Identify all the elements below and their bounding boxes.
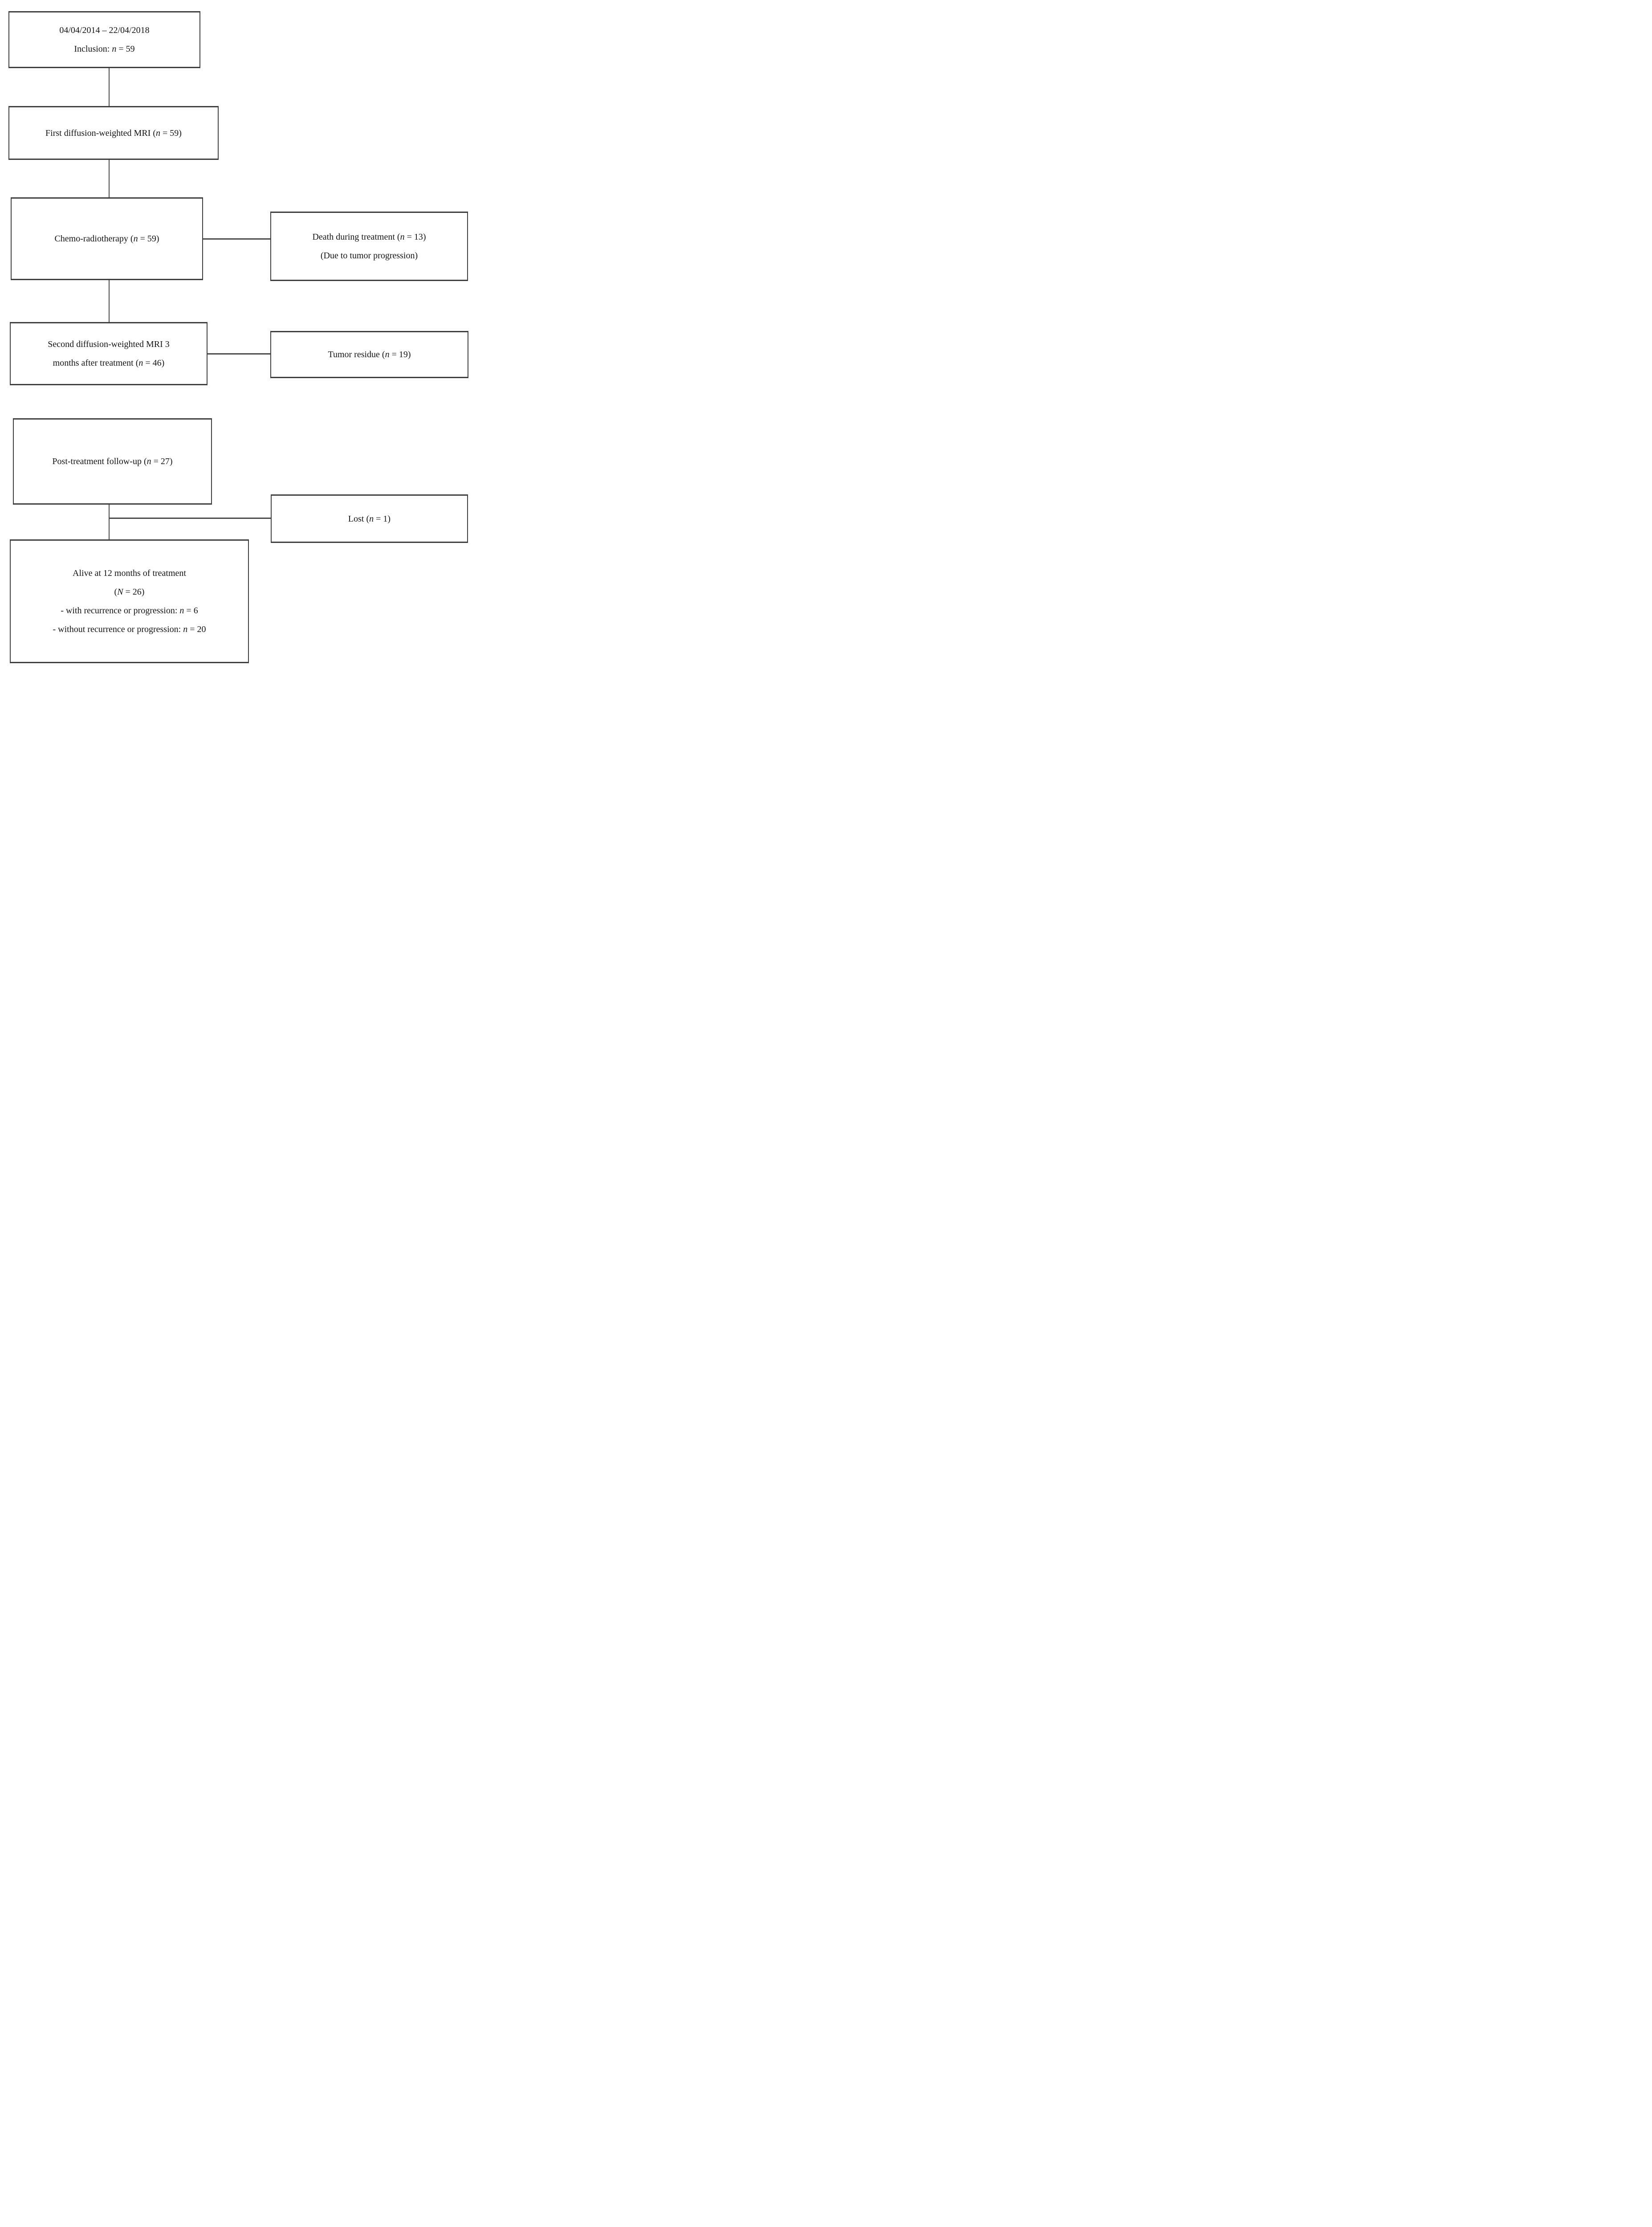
flow-diagram: 04/04/2014 – 22/04/2018 Inclusion: n = 5… — [0, 0, 472, 668]
death-pre: Death during treatment ( — [312, 232, 400, 242]
box-inclusion: 04/04/2014 – 22/04/2018 Inclusion: n = 5… — [8, 11, 200, 68]
box-chemo-radiotherapy: Chemo-radiotherapy (n = 59) — [11, 197, 203, 280]
box-second-mri: Second diffusion-weighted MRI 3 months a… — [10, 322, 208, 385]
italic-n: n — [183, 624, 188, 634]
second-mri-post: = 46) — [143, 358, 165, 368]
italic-n: n — [112, 44, 117, 54]
chemo-pre: Chemo-radiotherapy ( — [54, 234, 134, 244]
second-mri-line2: months after treatment (n = 46) — [53, 354, 165, 372]
death-reason-line: (Due to tumor progression) — [321, 246, 418, 265]
residue-post: = 19) — [389, 350, 411, 359]
connector-chemo-to-second-mri — [109, 280, 110, 322]
second-mri-pre: months after treatment ( — [53, 358, 139, 368]
italic-n: n — [400, 232, 405, 242]
death-post: = 13) — [404, 232, 426, 242]
first-mri-post: = 59) — [160, 128, 182, 138]
followup-line: Post-treatment follow-up (n = 27) — [52, 452, 172, 471]
italic-n: n — [138, 358, 143, 368]
death-count-line: Death during treatment (n = 13) — [312, 228, 426, 246]
alive-count-pre: ( — [114, 587, 118, 597]
italic-n: n — [156, 128, 160, 138]
alive-without-recurrence-line: - without recurrence or progression: n =… — [53, 620, 206, 639]
alive-with-recurrence-line: - with recurrence or progression: n = 6 — [61, 601, 198, 620]
italic-n: n — [179, 606, 184, 616]
lost-line: Lost (n = 1) — [348, 510, 391, 528]
alive-with-post: = 6 — [184, 606, 198, 616]
inclusion-count-post: = 59 — [116, 44, 135, 54]
first-mri-pre: First diffusion-weighted MRI ( — [45, 128, 156, 138]
residue-pre: Tumor residue ( — [328, 350, 385, 359]
connector-inclusion-to-first-mri — [109, 68, 110, 106]
alive-with-pre: - with recurrence or progression: — [61, 606, 180, 616]
alive-count-post: = 26) — [123, 587, 145, 597]
connector-followup-to-alive — [109, 505, 110, 540]
followup-pre: Post-treatment follow-up ( — [52, 457, 147, 466]
italic-N: N — [117, 587, 123, 597]
box-lost: Lost (n = 1) — [271, 494, 468, 543]
box-alive-at-12-months: Alive at 12 months of treatment (N = 26)… — [10, 539, 249, 663]
box-post-treatment-followup: Post-treatment follow-up (n = 27) — [13, 418, 212, 505]
chemo-line: Chemo-radiotherapy (n = 59) — [54, 229, 159, 248]
inclusion-dates-text: 04/04/2014 – 22/04/2018 — [59, 25, 150, 35]
chemo-post: = 59) — [138, 234, 159, 244]
connector-second-mri-to-residue — [208, 353, 270, 355]
death-reason-text: (Due to tumor progression) — [320, 251, 418, 261]
second-mri-text1: Second diffusion-weighted MRI 3 — [48, 339, 170, 349]
inclusion-count-pre: Inclusion: — [74, 44, 112, 54]
alive-title-text: Alive at 12 months of treatment — [73, 568, 186, 578]
italic-n: n — [133, 234, 138, 244]
box-death-during-treatment: Death during treatment (n = 13) (Due to … — [270, 212, 468, 281]
lost-post: = 1) — [374, 514, 391, 524]
italic-n: n — [385, 350, 390, 359]
connector-chemo-to-death — [203, 238, 270, 240]
residue-line: Tumor residue (n = 19) — [328, 345, 411, 364]
inclusion-dates-line: 04/04/2014 – 22/04/2018 — [59, 21, 149, 40]
second-mri-line1: Second diffusion-weighted MRI 3 — [48, 335, 170, 354]
inclusion-count-line: Inclusion: n = 59 — [74, 40, 134, 58]
box-first-mri: First diffusion-weighted MRI (n = 59) — [8, 106, 219, 160]
first-mri-line: First diffusion-weighted MRI (n = 59) — [45, 124, 182, 143]
italic-n: n — [146, 457, 151, 466]
alive-count-line: (N = 26) — [114, 583, 145, 601]
alive-without-post: = 20 — [187, 624, 206, 634]
connector-first-mri-to-chemo — [109, 160, 110, 197]
connector-followup-to-lost — [109, 518, 271, 519]
alive-without-pre: - without recurrence or progression: — [53, 624, 183, 634]
alive-title-line: Alive at 12 months of treatment — [73, 564, 186, 583]
box-tumor-residue: Tumor residue (n = 19) — [270, 331, 468, 378]
italic-n: n — [369, 514, 374, 524]
followup-post: = 27) — [151, 457, 173, 466]
lost-pre: Lost ( — [348, 514, 370, 524]
